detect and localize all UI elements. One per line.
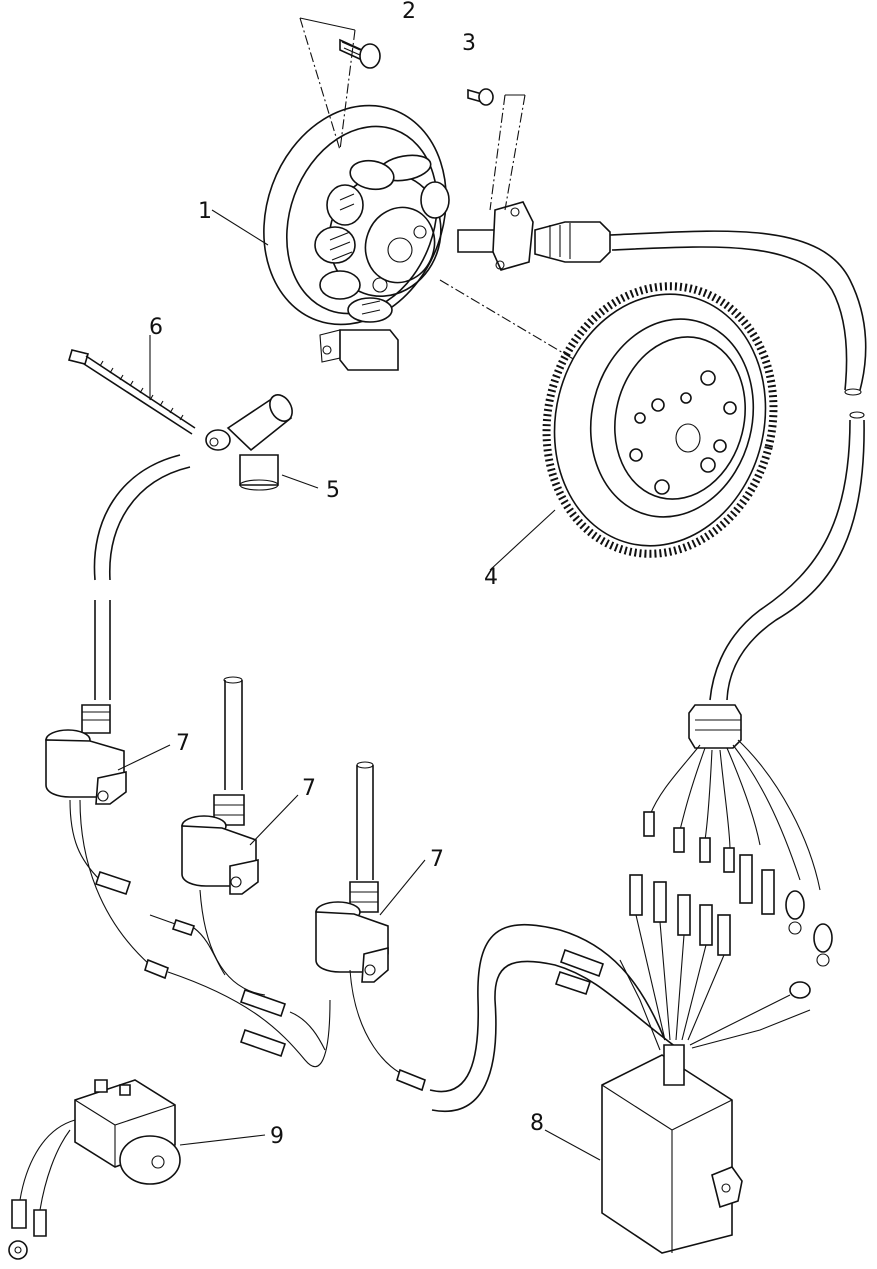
callout-7-coil-2: 7 xyxy=(302,776,316,801)
coil-wiring xyxy=(69,799,426,1092)
callout-3: 3 xyxy=(462,31,476,56)
callout-9: 9 xyxy=(270,1124,284,1149)
callout-7-coil-3: 7 xyxy=(430,847,444,872)
callout-2: 2 xyxy=(402,0,416,24)
spark-plug-cap xyxy=(205,394,293,491)
solenoid xyxy=(8,1079,181,1260)
ignition-coil-2 xyxy=(181,676,259,895)
callout-7-coil-1: 7 xyxy=(176,731,190,756)
ignition-coil-3 xyxy=(315,761,389,983)
harness-connectors xyxy=(629,739,833,1049)
callout-5: 5 xyxy=(326,478,340,503)
bolt-part-2 xyxy=(339,38,381,69)
cdi-loom xyxy=(429,923,681,1113)
high-tension-lead xyxy=(93,454,191,700)
flywheel xyxy=(542,282,778,558)
screw-part-3 xyxy=(467,88,494,106)
cable-tie xyxy=(67,349,196,435)
cdi-box xyxy=(601,1044,743,1254)
stator-assembly xyxy=(263,104,611,371)
stator-coils xyxy=(314,154,450,323)
leader-lines xyxy=(117,209,601,1161)
stator-harness xyxy=(609,230,867,749)
callout-1: 1 xyxy=(198,199,212,224)
bolt-leader-lines xyxy=(299,17,526,211)
ignition-coil-1 xyxy=(45,704,127,805)
callout-8: 8 xyxy=(530,1111,544,1136)
callout-4: 4 xyxy=(484,565,498,590)
callout-6: 6 xyxy=(149,315,163,340)
